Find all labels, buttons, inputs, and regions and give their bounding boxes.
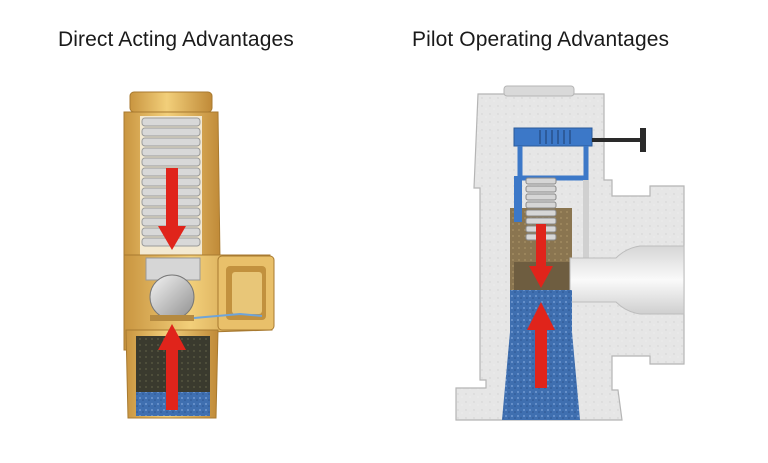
pilot-operated-valve xyxy=(455,85,685,421)
pilot-spring xyxy=(539,130,571,144)
valve-seat xyxy=(150,315,194,321)
pressure-force-arrow xyxy=(158,324,186,410)
dome-cap xyxy=(503,85,575,97)
dome-force-arrow xyxy=(529,224,553,288)
inlet-pressure-arrow xyxy=(527,302,555,388)
valve-cap xyxy=(129,91,213,113)
leak-path xyxy=(193,312,263,319)
pilot-operating-title: Pilot Operating Advantages xyxy=(412,28,670,51)
outlet-pipe xyxy=(569,245,685,315)
pilot-valve xyxy=(513,127,593,147)
outlet-bore xyxy=(232,272,262,314)
direct-acting-title: Direct Acting Advantages xyxy=(58,28,294,51)
direct-acting-valve xyxy=(123,91,275,419)
valve-ball xyxy=(149,274,195,320)
lever-handle xyxy=(640,128,646,152)
spring-force-arrow xyxy=(158,168,186,250)
pilot-feed xyxy=(514,176,522,222)
